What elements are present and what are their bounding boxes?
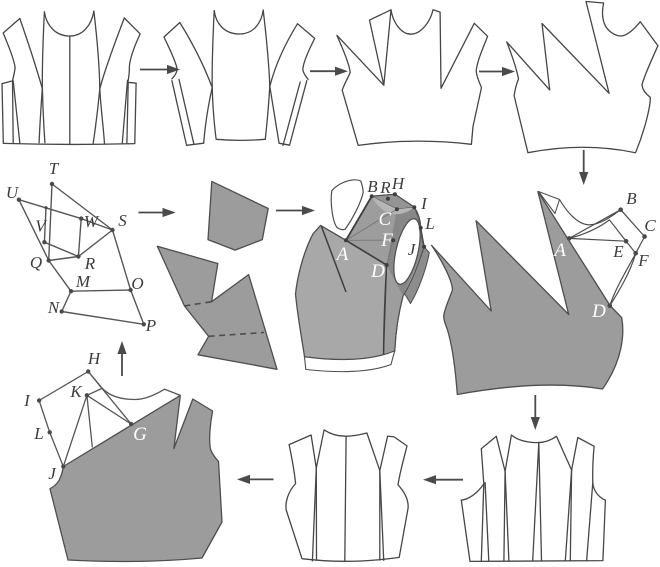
svg-text:L: L (33, 424, 43, 443)
svg-text:A: A (552, 240, 566, 261)
svg-text:J: J (48, 464, 57, 483)
svg-text:C: C (379, 209, 392, 230)
svg-text:C: C (644, 216, 656, 235)
svg-text:Q: Q (30, 253, 42, 272)
svg-text:K: K (69, 382, 83, 401)
svg-text:O: O (131, 274, 143, 293)
svg-text:E: E (612, 242, 624, 261)
svg-text:T: T (49, 159, 60, 178)
svg-text:V: V (35, 217, 48, 236)
svg-text:H: H (391, 174, 406, 193)
svg-text:H: H (87, 349, 102, 368)
svg-text:U: U (6, 183, 20, 202)
svg-text:W: W (84, 212, 100, 231)
svg-text:D: D (591, 301, 606, 322)
svg-text:J: J (408, 240, 417, 259)
svg-text:A: A (335, 244, 349, 265)
svg-text:B: B (367, 177, 378, 196)
svg-text:L: L (424, 214, 434, 233)
svg-text:F: F (637, 251, 649, 270)
svg-text:G: G (133, 424, 147, 445)
svg-text:P: P (145, 316, 156, 335)
svg-text:D: D (370, 261, 385, 282)
svg-text:N: N (47, 298, 61, 317)
svg-text:R: R (379, 178, 391, 197)
svg-text:I: I (420, 194, 428, 213)
svg-text:F: F (380, 230, 393, 251)
svg-text:B: B (626, 189, 637, 208)
svg-text:S: S (118, 211, 127, 230)
svg-text:I: I (23, 391, 31, 410)
svg-text:R: R (84, 254, 96, 273)
svg-text:M: M (75, 272, 91, 291)
